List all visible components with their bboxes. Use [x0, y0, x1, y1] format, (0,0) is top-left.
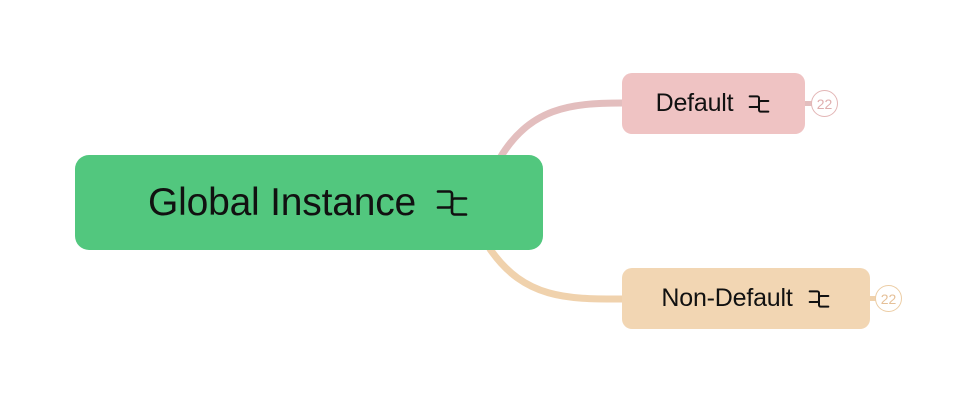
copy-icon — [807, 289, 831, 309]
node-label-default: Default — [655, 89, 734, 117]
mindmap-node-non-default[interactable]: Non-Default — [622, 268, 870, 329]
badge-default-value: 22 — [816, 95, 833, 112]
edge-root-to-default — [496, 99, 626, 162]
edge-root-to-non-default — [486, 245, 626, 303]
mindmap-node-root[interactable]: Global Instance — [75, 155, 543, 250]
badge-non-default-value: 22 — [880, 290, 897, 307]
copy-icon — [434, 188, 470, 218]
copy-icon — [747, 94, 771, 114]
badge-non-default-count[interactable]: 22 — [875, 285, 902, 312]
node-label-non-default: Non-Default — [661, 284, 793, 312]
node-label-root: Global Instance — [147, 180, 416, 224]
mindmap-node-default[interactable]: Default — [622, 73, 805, 134]
badge-default-count[interactable]: 22 — [811, 90, 838, 117]
